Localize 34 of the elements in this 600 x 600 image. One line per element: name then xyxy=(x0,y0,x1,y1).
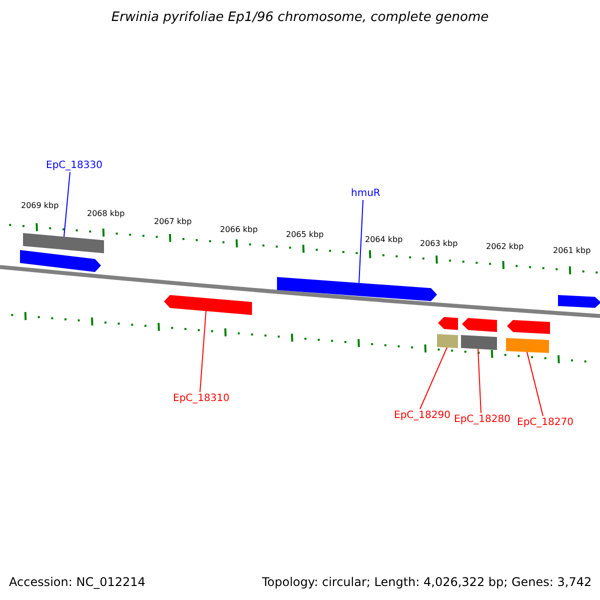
leader-line xyxy=(200,310,206,392)
scale-label: 2066 kbp xyxy=(220,226,258,235)
gene-feature xyxy=(164,295,252,315)
gene-feature xyxy=(558,295,600,308)
scale-label: 2063 kbp xyxy=(420,240,458,249)
gene-feature xyxy=(277,277,437,302)
gene-label: EpC_18330 xyxy=(46,160,102,171)
gene-feature xyxy=(507,320,550,334)
gene-label: EpC_18290 xyxy=(394,410,450,421)
gene-label: hmuR xyxy=(351,188,380,199)
gene-label: EpC_18310 xyxy=(173,393,230,404)
gene-feature xyxy=(506,338,549,353)
footer-text: Accession: NC_012214 xyxy=(9,576,146,590)
leader-line xyxy=(526,351,544,416)
scale-label: 2062 kbp xyxy=(486,243,524,252)
gene-label: EpC_18280 xyxy=(454,414,510,425)
scale-label: 2065 kbp xyxy=(286,231,324,240)
scale-label: 2064 kbp xyxy=(365,236,403,245)
leader-line xyxy=(478,348,482,414)
gene-feature xyxy=(20,250,101,272)
leader-line xyxy=(420,347,448,410)
scale-label: 2061 kbp xyxy=(553,247,591,256)
gene-feature xyxy=(438,317,458,330)
footer-text: Topology: circular; Length: 4,026,322 bp; Genes: 3,742 xyxy=(262,576,592,590)
gene-feature xyxy=(461,335,497,350)
gene-label: EpC_18270 xyxy=(517,417,574,428)
gene-feature xyxy=(437,334,458,348)
diagram-title: Erwinia pyrifoliae Ep1/96 chromosome, complete genome xyxy=(110,11,490,26)
scale-label: 2067 kbp xyxy=(154,218,192,227)
gene-feature xyxy=(462,318,497,332)
scale-label: 2069 kbp xyxy=(21,202,59,211)
scale-label: 2068 kbp xyxy=(87,210,125,219)
gene-feature xyxy=(23,233,104,254)
leader-line xyxy=(358,200,364,284)
